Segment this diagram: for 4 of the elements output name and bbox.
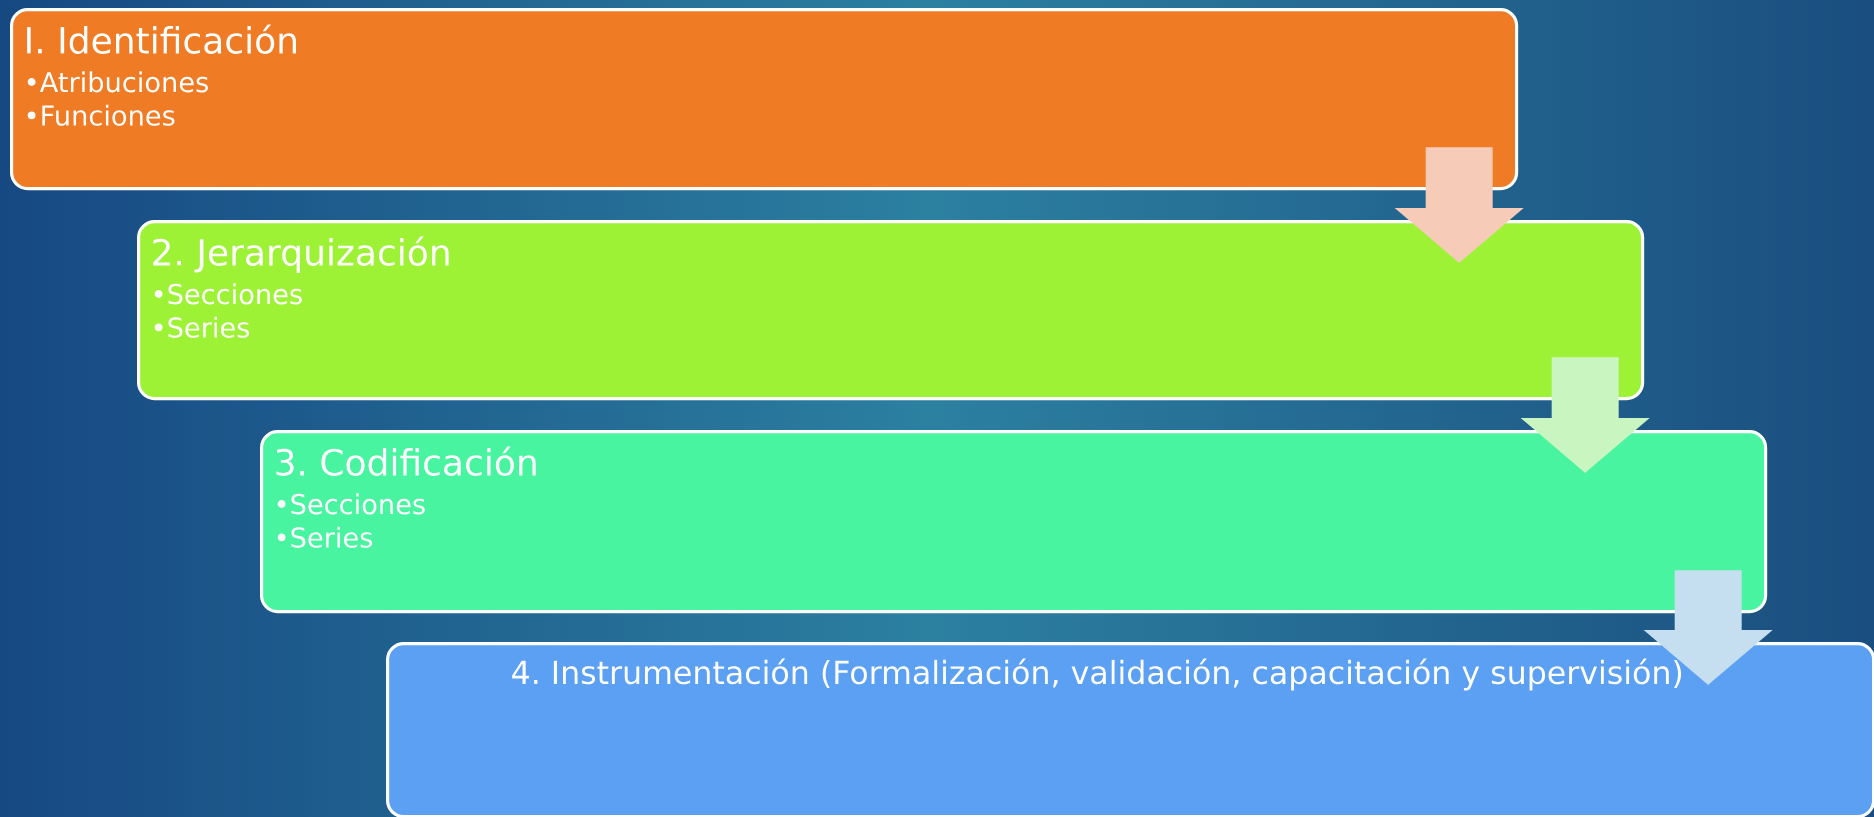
- process-box: 4. Instrumentación (Formalización, validación, capacitación y supervisión): [386, 642, 1874, 817]
- process-box: 2. Jerarquización •Secciones •Series: [137, 220, 1645, 401]
- process-box: I. Identificación •Atribuciones •Funciones: [10, 8, 1519, 191]
- process-box: 3. Codificación •Secciones •Series: [260, 430, 1768, 614]
